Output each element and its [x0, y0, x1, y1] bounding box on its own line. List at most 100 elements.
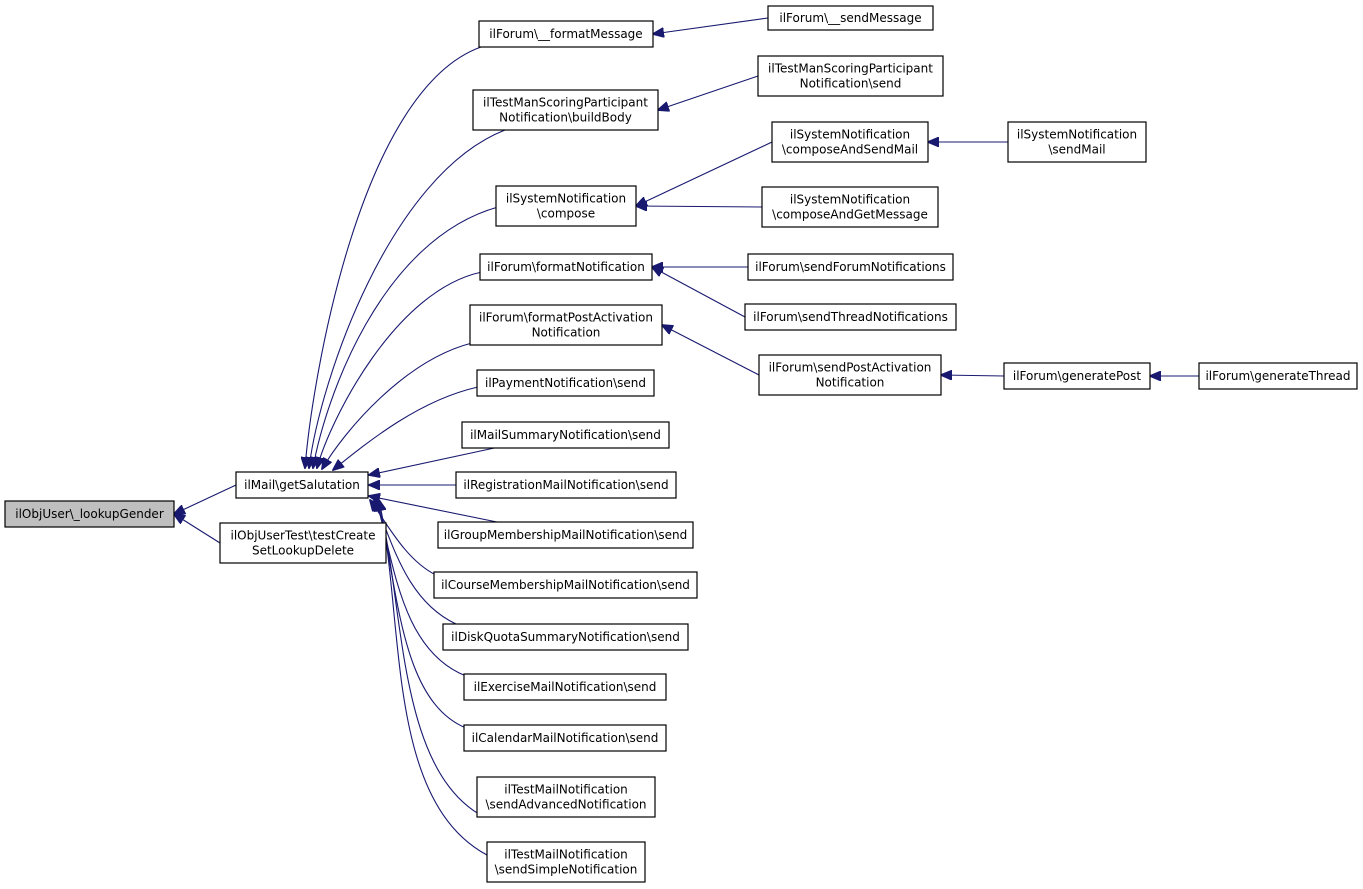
node-calendarSend[interactable]: ilCalendarMailNotification\send [463, 724, 667, 752]
edge-line [653, 17, 769, 34]
node-label: \composeAndSendMail [782, 143, 918, 157]
node-label: ilSystemNotification [790, 193, 910, 207]
node-box [476, 369, 655, 397]
node-label: ilRegistrationMailNotification\send [463, 478, 668, 492]
node-registrationSend[interactable]: ilRegistrationMailNotification\send [455, 471, 677, 499]
node-label: \sendSimpleNotification [495, 863, 638, 877]
node-label: ilForum\generateThread [1205, 369, 1350, 383]
node-label: ilForum\sendThreadNotifications [753, 310, 948, 324]
node-testMailAdvanced[interactable]: ilTestMailNotification\sendAdvancedNotif… [476, 776, 656, 818]
node-exerciseSend[interactable]: ilExerciseMailNotification\send [463, 673, 667, 701]
node-label: ilForum\formatPostActivation [479, 311, 653, 325]
node-formatNotification[interactable]: ilForum\formatNotification [479, 253, 653, 281]
node-label: ilObjUser\_lookupGender [15, 507, 164, 521]
node-sendMessage[interactable]: ilForum\__sendMessage [767, 5, 934, 31]
node-box [486, 841, 646, 883]
node-label: ilDiskQuotaSummaryNotification\send [451, 630, 680, 644]
node-testMailSimple[interactable]: ilTestMailNotification\sendSimpleNotific… [486, 841, 646, 883]
node-layer: ilObjUser\_lookupGender ilMail\getSalutat… [4, 5, 1358, 883]
node-label: ilSystemNotification [790, 128, 910, 142]
node-sendThreadNotifications[interactable]: ilForum\sendThreadNotifications [744, 303, 957, 331]
edge-scoringSend-to-buildBody [658, 75, 759, 110]
edge-line [322, 342, 473, 469]
node-label: ilPaymentNotification\send [485, 376, 646, 390]
edge-groupSend-to-getSalutation [369, 496, 498, 523]
node-label: Notification\buildBody [499, 111, 632, 125]
node-label: ilSystemNotification [506, 192, 626, 206]
edge-sendPostActivation-to-formatPostActivation [662, 325, 760, 376]
node-box [433, 571, 698, 599]
node-box [1007, 121, 1147, 163]
node-label: \sendMail [1048, 143, 1105, 157]
edge-line [333, 386, 479, 470]
edge-sendThreadNotifications-to-formatNotification [652, 267, 746, 318]
node-box [461, 421, 670, 449]
node-box [463, 724, 667, 752]
node-buildBody[interactable]: ilTestManScoringParticipantNotification\… [472, 89, 659, 131]
node-label: Notification\send [800, 77, 902, 91]
edge-sysCompose-to-getSalutation [313, 206, 499, 468]
node-mailSummarySend[interactable]: ilMailSummaryNotification\send [461, 421, 670, 449]
node-paymentSend[interactable]: ilPaymentNotification\send [476, 369, 655, 397]
edge-line [174, 484, 237, 514]
edge-formatNotification-to-getSalutation [317, 271, 483, 468]
edge-line [941, 375, 1005, 376]
node-label: ilSystemNotification [1017, 128, 1137, 142]
node-label: \composeAndGetMessage [772, 208, 928, 222]
node-composeAndGetMessage[interactable]: ilSystemNotification\composeAndGetMessag… [761, 186, 939, 228]
node-formatMessage[interactable]: ilForum\__formatMessage [478, 20, 654, 48]
node-box [757, 55, 944, 97]
node-scoringSend[interactable]: ilTestManScoringParticipantNotification\… [757, 55, 944, 97]
edge-testCreate-to-lookupGender [174, 514, 221, 544]
node-box [1003, 362, 1151, 390]
edge-line [658, 75, 759, 110]
node-label: Notification [532, 326, 601, 340]
edge-buildBody-to-getSalutation [309, 129, 506, 468]
node-label: \sendAdvancedNotification [485, 798, 646, 812]
node-box [472, 89, 659, 131]
node-label: \compose [537, 207, 595, 221]
node-getSalutation[interactable]: ilMail\getSalutation [235, 471, 369, 499]
node-box [437, 521, 694, 549]
node-box [235, 471, 369, 499]
node-box [478, 20, 654, 48]
node-label: ilForum\__formatMessage [489, 27, 642, 41]
node-box [4, 500, 175, 528]
edge-line [305, 46, 482, 468]
node-label: ilTestManScoringParticipant [768, 62, 933, 76]
node-composeAndSendMail[interactable]: ilSystemNotification\composeAndSendMail [771, 121, 929, 163]
node-courseSend[interactable]: ilCourseMembershipMailNotification\send [433, 571, 698, 599]
node-box [495, 185, 637, 227]
node-label: ilTestManScoringParticipant [483, 96, 648, 110]
node-box [455, 471, 677, 499]
node-groupSend[interactable]: ilGroupMembershipMailNotification\send [437, 521, 694, 549]
node-label: ilForum\__sendMessage [779, 11, 921, 25]
node-box [463, 673, 667, 701]
node-generatePost[interactable]: ilForum\generatePost [1003, 362, 1151, 390]
node-box [479, 253, 653, 281]
edge-line [313, 206, 499, 468]
edge-line [379, 500, 488, 856]
edge-line [636, 206, 763, 207]
node-diskQuotaSend[interactable]: ilDiskQuotaSummaryNotification\send [442, 623, 689, 651]
node-sendForumNotifications[interactable]: ilForum\sendForumNotifications [747, 253, 954, 281]
edge-composeAndSendMail-to-sysCompose [636, 141, 773, 206]
node-box [758, 354, 942, 396]
node-sysCompose[interactable]: ilSystemNotification\compose [495, 185, 637, 227]
node-box [219, 522, 387, 564]
node-label: ilMail\getSalutation [244, 478, 360, 492]
edge-formatMessage-to-getSalutation [305, 46, 482, 468]
node-sysSendMail[interactable]: ilSystemNotification\sendMail [1007, 121, 1147, 163]
node-label: ilObjUserTest\testCreate [230, 529, 375, 543]
node-label: Notification [816, 376, 885, 390]
edge-testMailAdvanced-to-getSalutation [378, 500, 485, 818]
edge-mailSummarySend-to-getSalutation [369, 446, 500, 475]
node-generateThread[interactable]: ilForum\generateThread [1198, 362, 1358, 390]
edge-line [309, 129, 506, 468]
node-label: ilCourseMembershipMailNotification\send [441, 578, 690, 592]
node-lookupGender[interactable]: ilObjUser\_lookupGender [4, 500, 175, 528]
